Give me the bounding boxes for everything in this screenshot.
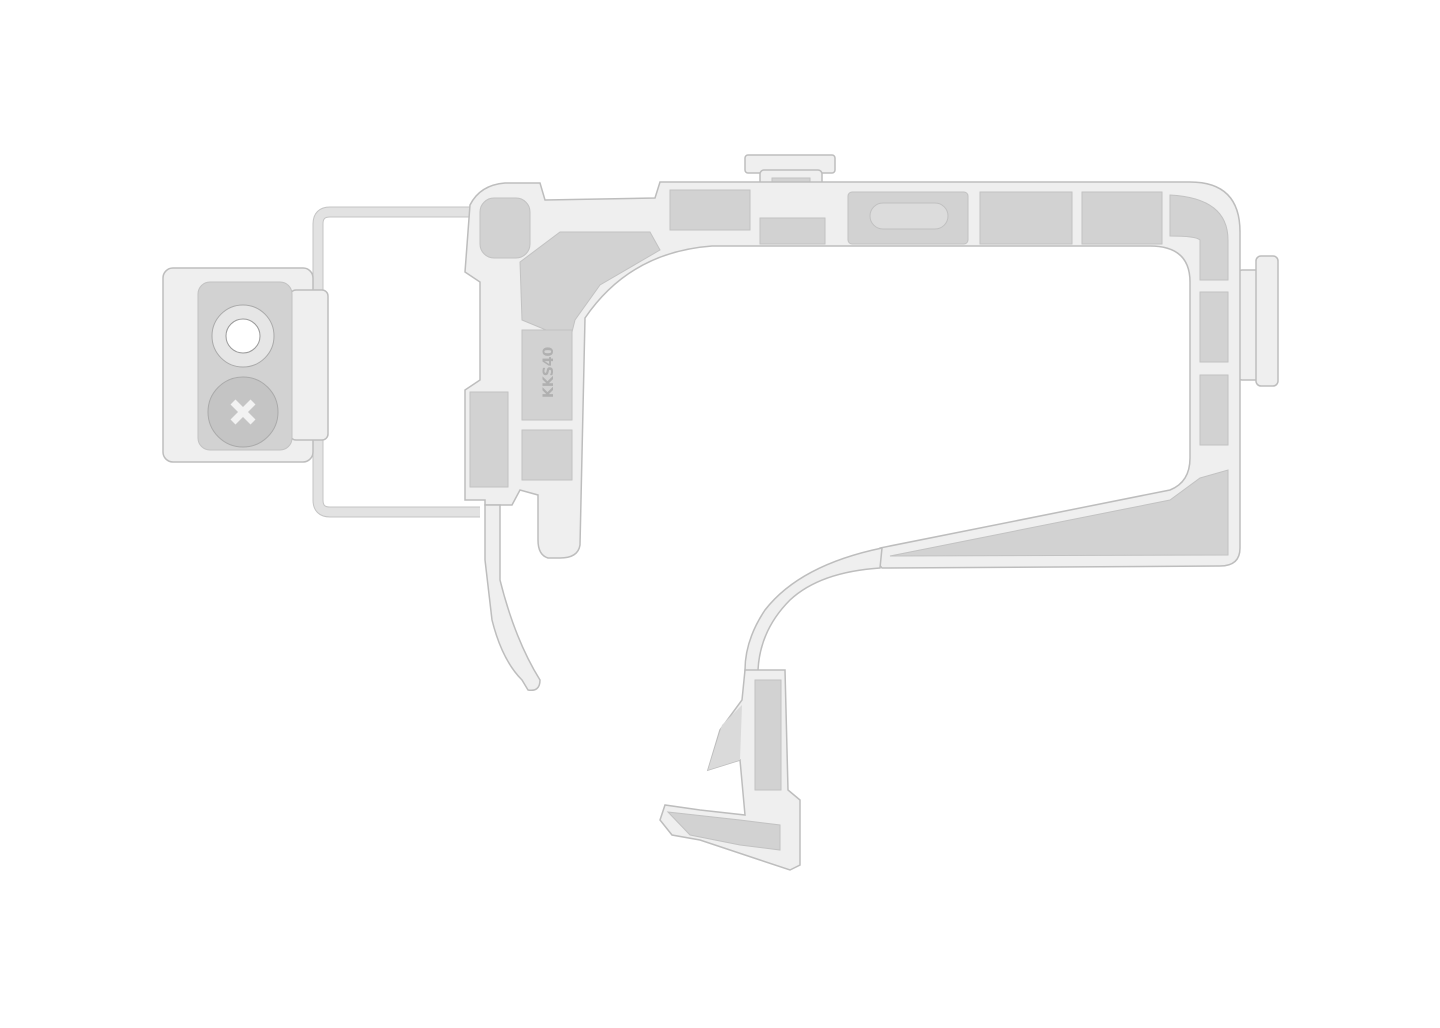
left-clip-block xyxy=(162,267,329,463)
right-tab xyxy=(1237,255,1279,387)
lower-hook xyxy=(659,547,883,871)
main-arm: KKS40 xyxy=(464,181,1241,569)
spring-tongue xyxy=(484,504,541,692)
embossed-label: KKS40 xyxy=(541,346,557,398)
wire-frame xyxy=(312,206,480,518)
